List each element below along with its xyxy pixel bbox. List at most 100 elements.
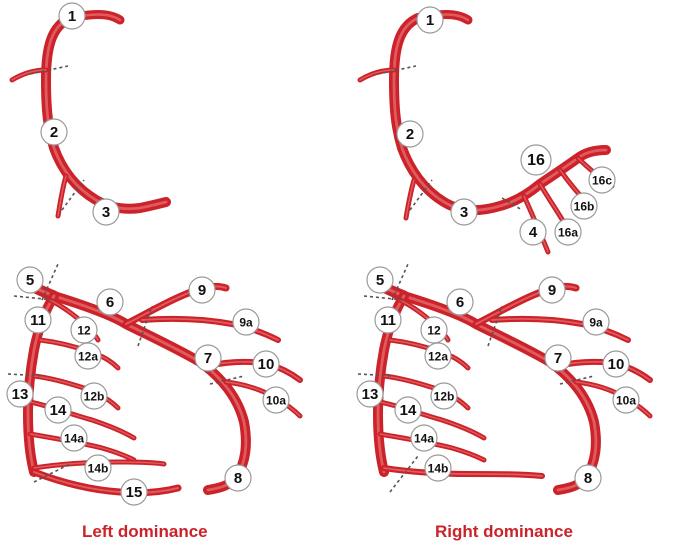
lca-left-pd-15 <box>30 468 182 497</box>
cut-lca-right-c <box>487 305 503 347</box>
svg-text:8: 8 <box>584 470 592 487</box>
cut-lca-left-b <box>41 263 59 301</box>
lca-left-diagonal-9a <box>139 315 281 343</box>
svg-text:11: 11 <box>380 312 396 329</box>
rca-right-branch-lower <box>403 177 417 221</box>
segment-label-lca-left-10: 10 <box>252 350 280 378</box>
svg-text:12b: 12b <box>84 390 105 404</box>
segment-label-lca-right-5: 5 <box>366 266 394 294</box>
segment-label-lca-left-10a: 10a <box>262 386 290 414</box>
svg-text:14: 14 <box>400 402 417 419</box>
svg-text:4: 4 <box>529 224 538 241</box>
segment-label-lca-left-8: 8 <box>224 464 252 492</box>
segment-label-rca-left-3: 3 <box>92 198 120 226</box>
segment-label-rca-right-16: 16 <box>520 144 552 176</box>
vessel-tree <box>9 10 653 497</box>
segment-label-lca-right-11: 11 <box>374 306 402 334</box>
svg-text:6: 6 <box>106 294 114 311</box>
segment-label-rca-left-1: 1 <box>58 2 86 30</box>
cut-lca-left-e <box>7 373 45 377</box>
svg-text:13: 13 <box>12 386 29 403</box>
segment-label-lca-left-12a: 12a <box>74 342 102 370</box>
segment-label-lca-right-12: 12 <box>420 316 448 344</box>
rca-left-branch-lower <box>55 173 69 219</box>
lca-left-posterolateral-14a <box>27 431 137 463</box>
segment-label-lca-left-9a: 9a <box>232 308 260 336</box>
svg-text:14: 14 <box>50 402 67 419</box>
svg-text:10a: 10a <box>266 394 286 408</box>
segment-label-lca-left-14: 14 <box>44 396 72 424</box>
svg-text:14b: 14b <box>88 462 109 476</box>
cut-rca-left-2 <box>61 179 85 211</box>
segment-label-lca-right-8: 8 <box>574 464 602 492</box>
segment-label-rca-right-16c: 16c <box>588 166 616 194</box>
svg-text:14a: 14a <box>64 432 84 446</box>
segment-label-lca-right-10: 10 <box>602 350 630 378</box>
svg-text:10: 10 <box>608 356 625 373</box>
cut-rca-right-1 <box>377 65 417 75</box>
segment-boundaries <box>7 65 595 493</box>
segment-label-lca-left-11: 11 <box>24 306 52 334</box>
svg-text:14a: 14a <box>414 432 434 446</box>
segment-label-lca-left-12: 12 <box>70 316 98 344</box>
svg-text:1: 1 <box>426 12 434 29</box>
svg-text:1: 1 <box>68 8 76 25</box>
svg-text:6: 6 <box>456 294 464 311</box>
segment-label-lca-left-5: 5 <box>16 266 44 294</box>
svg-text:12: 12 <box>77 324 91 338</box>
segment-label-lca-right-12a: 12a <box>424 342 452 370</box>
segment-label-lca-left-9: 9 <box>188 276 216 304</box>
segment-label-rca-right-16a: 16a <box>554 218 582 246</box>
svg-text:11: 11 <box>30 312 46 329</box>
right-dominance-caption: Right dominance <box>435 522 573 541</box>
segment-label-lca-left-14b: 14b <box>84 454 112 482</box>
segment-label-lca-right-6: 6 <box>446 288 474 316</box>
svg-text:2: 2 <box>50 124 58 141</box>
svg-text:3: 3 <box>460 204 468 221</box>
svg-text:16c: 16c <box>592 174 612 188</box>
svg-text:5: 5 <box>26 272 34 289</box>
segment-label-lca-left-12b: 12b <box>80 382 108 410</box>
svg-text:5: 5 <box>376 272 384 289</box>
svg-text:12b: 12b <box>434 390 455 404</box>
rca-left-branch-upper <box>9 67 49 83</box>
svg-text:14b: 14b <box>428 462 449 476</box>
segment-label-lca-right-9a: 9a <box>582 308 610 336</box>
segment-label-lca-right-14: 14 <box>394 396 422 424</box>
svg-text:13: 13 <box>362 386 379 403</box>
left-dominance-caption: Left dominance <box>82 522 208 541</box>
segment-label-lca-right-10a: 10a <box>612 386 640 414</box>
segment-label-lca-right-7: 7 <box>544 344 572 372</box>
cut-rca-left-1 <box>29 65 69 75</box>
svg-text:7: 7 <box>554 350 562 367</box>
cut-lca-left-c <box>137 305 153 347</box>
svg-text:12a: 12a <box>428 350 448 364</box>
svg-text:2: 2 <box>406 126 414 143</box>
segment-label-lca-right-14b: 14b <box>424 454 452 482</box>
segment-label-rca-right-2: 2 <box>396 120 424 148</box>
cut-lca-right-f <box>389 455 419 493</box>
segment-label-rca-right-16b: 16b <box>570 192 598 220</box>
lca-left-posterolateral-14b <box>31 459 167 471</box>
svg-text:12: 12 <box>427 324 441 338</box>
segment-label-rca-right-4: 4 <box>519 218 547 246</box>
segment-label-rca-left-2: 2 <box>40 118 68 146</box>
cut-rca-right-2 <box>409 179 433 211</box>
svg-text:8: 8 <box>234 470 242 487</box>
segment-label-lca-left-13: 13 <box>6 380 34 408</box>
cut-lca-left-f <box>33 463 71 483</box>
segment-label-rca-right-3: 3 <box>450 198 478 226</box>
cut-lca-right-e <box>357 373 395 377</box>
cut-lca-left-a <box>13 295 55 301</box>
svg-text:10: 10 <box>258 356 275 373</box>
lca-right-diagonal-9a <box>489 315 631 343</box>
segment-label-lca-right-12b: 12b <box>430 382 458 410</box>
svg-text:9a: 9a <box>239 316 253 330</box>
rca-right-branch-upper <box>357 67 397 83</box>
svg-text:16b: 16b <box>574 200 595 214</box>
svg-text:7: 7 <box>204 350 212 367</box>
segment-label-lca-left-6: 6 <box>96 288 124 316</box>
svg-text:15: 15 <box>126 484 143 501</box>
svg-text:10a: 10a <box>616 394 636 408</box>
